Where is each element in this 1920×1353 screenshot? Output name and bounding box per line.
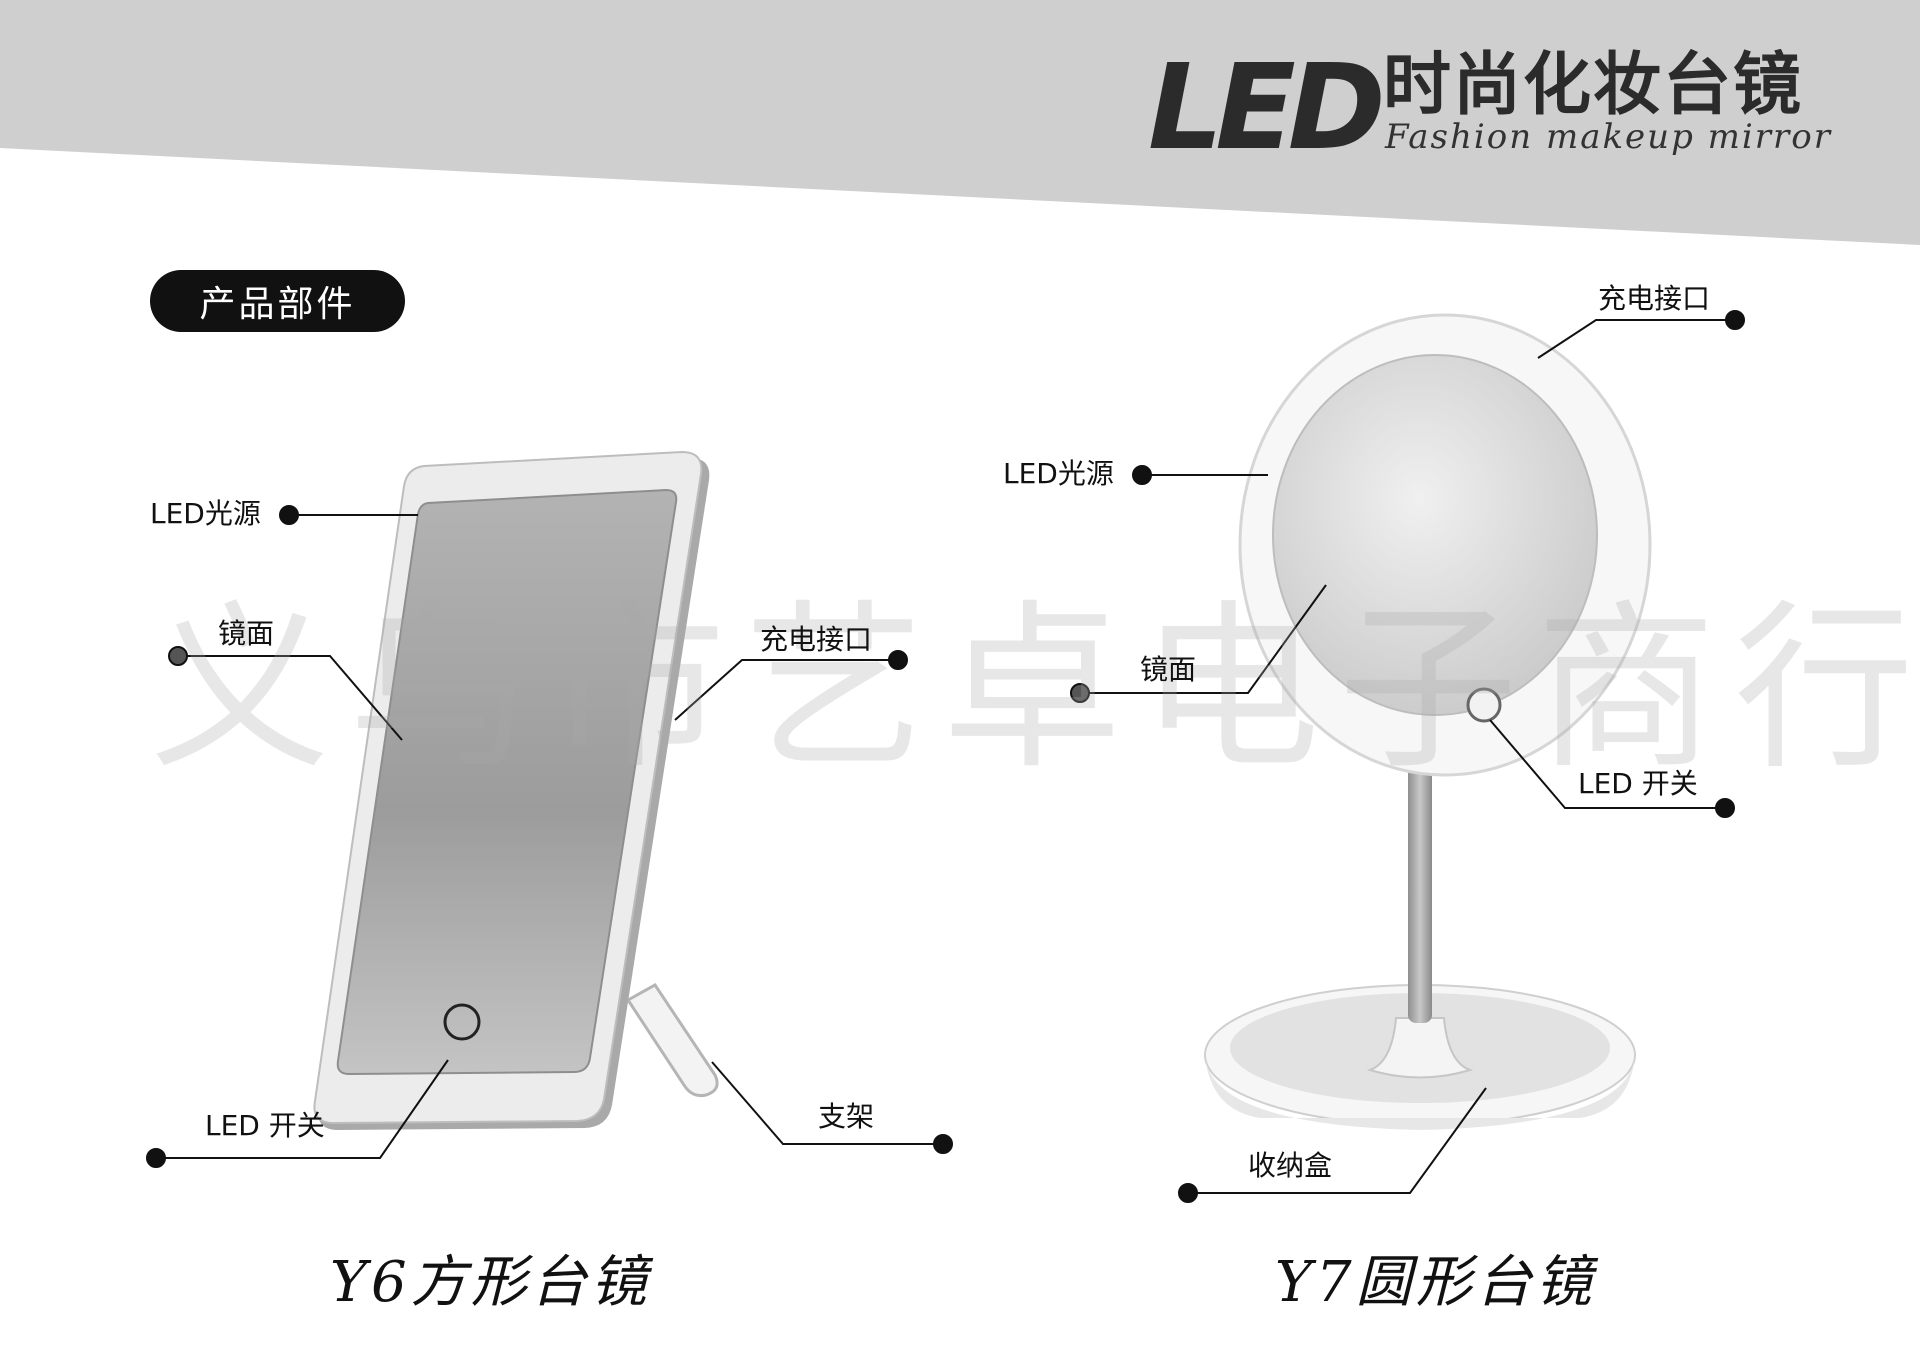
brand-title: 时尚化妆台镜 bbox=[1383, 46, 1804, 125]
square-mirror-touch-button bbox=[443, 1003, 481, 1041]
round-mirror-touch-button bbox=[1466, 687, 1502, 723]
square-mirror bbox=[313, 450, 719, 1130]
round-mirror bbox=[1204, 313, 1652, 1130]
round-mirror-callouts bbox=[1070, 310, 1745, 1203]
square-mirror-glass bbox=[336, 488, 678, 1076]
y6-label-mirror: 镜面 bbox=[218, 617, 275, 650]
y7-label-storage-box: 收纳盒 bbox=[1248, 1149, 1333, 1182]
brand-subtitle: Fashion makeup mirror bbox=[1385, 117, 1832, 157]
y7-label-mirror: 镜面 bbox=[1140, 653, 1197, 686]
y7-label-charging-port: 充电接口 bbox=[1598, 282, 1711, 315]
y7-label-led-light: LED光源 bbox=[1003, 457, 1114, 490]
y6-label-led-light: LED光源 bbox=[150, 497, 261, 530]
y6-label-stand: 支架 bbox=[818, 1100, 875, 1133]
y6-label-charging-port: 充电接口 bbox=[760, 623, 873, 656]
led-logo: LED bbox=[1148, 38, 1386, 176]
y6-caption: Y6方形台镜 bbox=[330, 1250, 651, 1315]
y7-label-led-switch: LED 开关 bbox=[1578, 767, 1698, 800]
square-mirror-stand bbox=[625, 983, 719, 1097]
header-banner bbox=[0, 0, 1920, 245]
round-mirror-pole bbox=[1408, 745, 1432, 1023]
square-mirror-callouts bbox=[146, 505, 953, 1168]
section-label-pill: 产品部件 bbox=[150, 270, 405, 332]
y6-label-led-switch: LED 开关 bbox=[205, 1109, 325, 1142]
round-mirror-glass bbox=[1272, 354, 1598, 716]
y7-caption: Y7圆形台镜 bbox=[1275, 1250, 1596, 1315]
